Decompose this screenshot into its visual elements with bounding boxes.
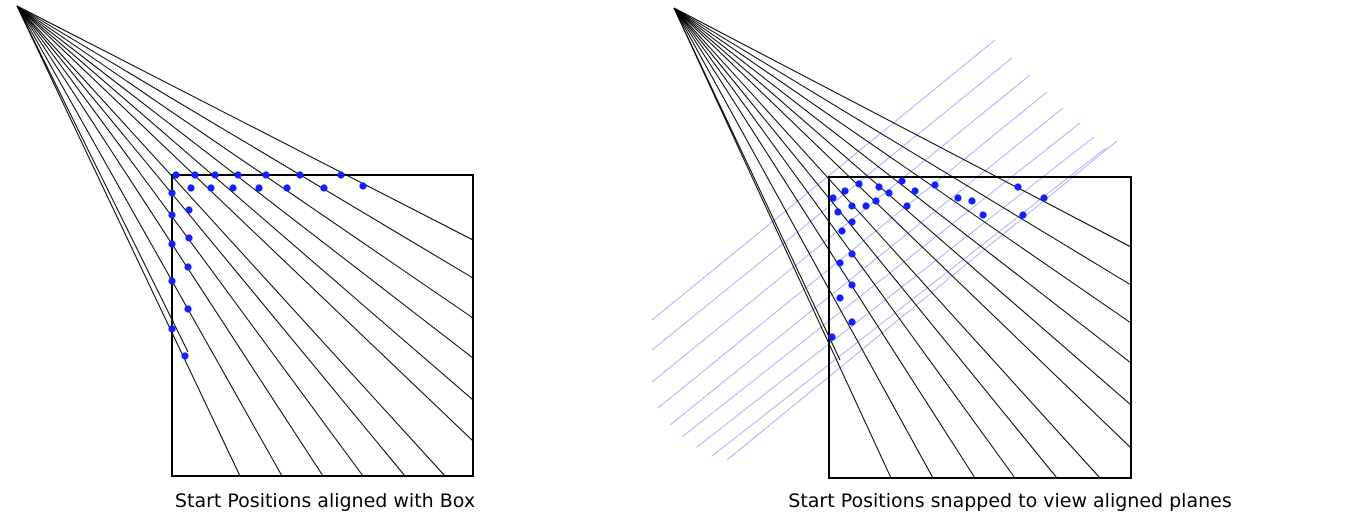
- left-ray: [16, 5, 474, 442]
- left-start-point: [168, 277, 176, 285]
- left-start-point: [234, 171, 242, 179]
- left-start-point: [255, 184, 263, 192]
- left-ray: [16, 5, 446, 477]
- left-diagram: [16, 5, 474, 477]
- right-volume-box: [828, 176, 1132, 479]
- left-ray: [16, 5, 474, 241]
- right-ray: [673, 7, 841, 361]
- left-ray: [16, 5, 324, 477]
- view-plane-line: [669, 107, 1064, 426]
- left-start-point: [229, 184, 237, 192]
- right-start-point: [903, 202, 911, 210]
- left-ray: [16, 5, 474, 401]
- right-start-point: [968, 197, 976, 205]
- left-start-point: [320, 184, 328, 192]
- right-ray: [673, 7, 1132, 364]
- right-start-point: [1040, 194, 1048, 202]
- left-start-point: [181, 352, 189, 360]
- right-start-point: [885, 189, 893, 197]
- left-ray: [16, 5, 189, 353]
- left-ray: [16, 5, 241, 477]
- left-start-point: [185, 234, 193, 242]
- right-start-point: [875, 183, 883, 191]
- right-start-point: [979, 211, 987, 219]
- left-ray-fan: [16, 5, 474, 477]
- right-start-point: [872, 197, 880, 205]
- right-ray: [673, 7, 1132, 406]
- left-start-point: [283, 184, 291, 192]
- right-start-point: [841, 187, 849, 195]
- view-plane-line: [711, 147, 1107, 457]
- left-start-point: [296, 171, 304, 179]
- right-start-point: [898, 177, 906, 185]
- right-start-point: [848, 281, 856, 289]
- right-start-point: [834, 208, 842, 216]
- right-diagram: [651, 7, 1132, 479]
- right-start-point: [1019, 211, 1027, 219]
- right-start-point: [836, 259, 844, 267]
- right-start-point: [848, 218, 856, 226]
- right-ray: [673, 7, 1016, 479]
- right-start-point: [838, 227, 846, 235]
- left-ray: [16, 5, 283, 477]
- right-ray: [673, 7, 1101, 479]
- right-start-point: [848, 250, 856, 258]
- right-caption: Start Positions snapped to view aligned …: [788, 490, 1232, 512]
- right-start-point: [836, 294, 844, 302]
- right-ray: [673, 7, 892, 479]
- right-start-point: [829, 194, 837, 202]
- left-start-point: [337, 171, 345, 179]
- right-ray: [673, 7, 976, 479]
- left-ray: [16, 5, 474, 279]
- right-ray: [673, 7, 1132, 449]
- left-start-point: [168, 325, 176, 333]
- left-volume-box: [171, 174, 474, 477]
- left-ray: [16, 5, 406, 477]
- right-start-point: [848, 318, 856, 326]
- right-start-points: [828, 177, 1048, 341]
- right-ray: [673, 7, 1132, 248]
- left-start-point: [359, 182, 367, 190]
- left-start-point: [168, 211, 176, 219]
- left-start-points: [168, 171, 367, 360]
- view-plane-line: [657, 91, 1048, 409]
- right-ray: [673, 7, 1132, 324]
- right-start-point: [911, 187, 919, 195]
- left-start-point: [211, 171, 219, 179]
- right-start-point: [862, 202, 870, 210]
- left-start-point: [262, 171, 270, 179]
- view-plane-line: [651, 39, 996, 321]
- left-start-point: [172, 171, 180, 179]
- left-start-point: [168, 189, 176, 197]
- right-start-point: [1014, 183, 1022, 191]
- left-start-point: [168, 240, 176, 248]
- left-start-point: [184, 263, 192, 271]
- left-start-point: [185, 206, 193, 214]
- right-start-point: [828, 333, 836, 341]
- right-start-point: [954, 194, 962, 202]
- right-ray: [673, 7, 1058, 479]
- left-ray: [16, 5, 474, 319]
- right-ray-fan: [673, 7, 1132, 479]
- view-plane-line: [651, 57, 1013, 351]
- left-start-point: [187, 184, 195, 192]
- left-ray: [16, 5, 474, 359]
- left-caption: Start Positions aligned with Box: [174, 490, 476, 512]
- view-plane-line: [696, 136, 1095, 448]
- left-start-point: [191, 171, 199, 179]
- right-start-point: [848, 202, 856, 210]
- left-start-point: [207, 184, 215, 192]
- view-plane-line: [726, 140, 1118, 461]
- right-view-aligned-planes: [651, 39, 1118, 461]
- right-ray: [673, 7, 934, 479]
- right-start-point: [931, 181, 939, 189]
- left-start-point: [184, 305, 192, 313]
- right-ray: [673, 7, 1132, 286]
- view-plane-line: [681, 122, 1081, 438]
- right-start-point: [855, 180, 863, 188]
